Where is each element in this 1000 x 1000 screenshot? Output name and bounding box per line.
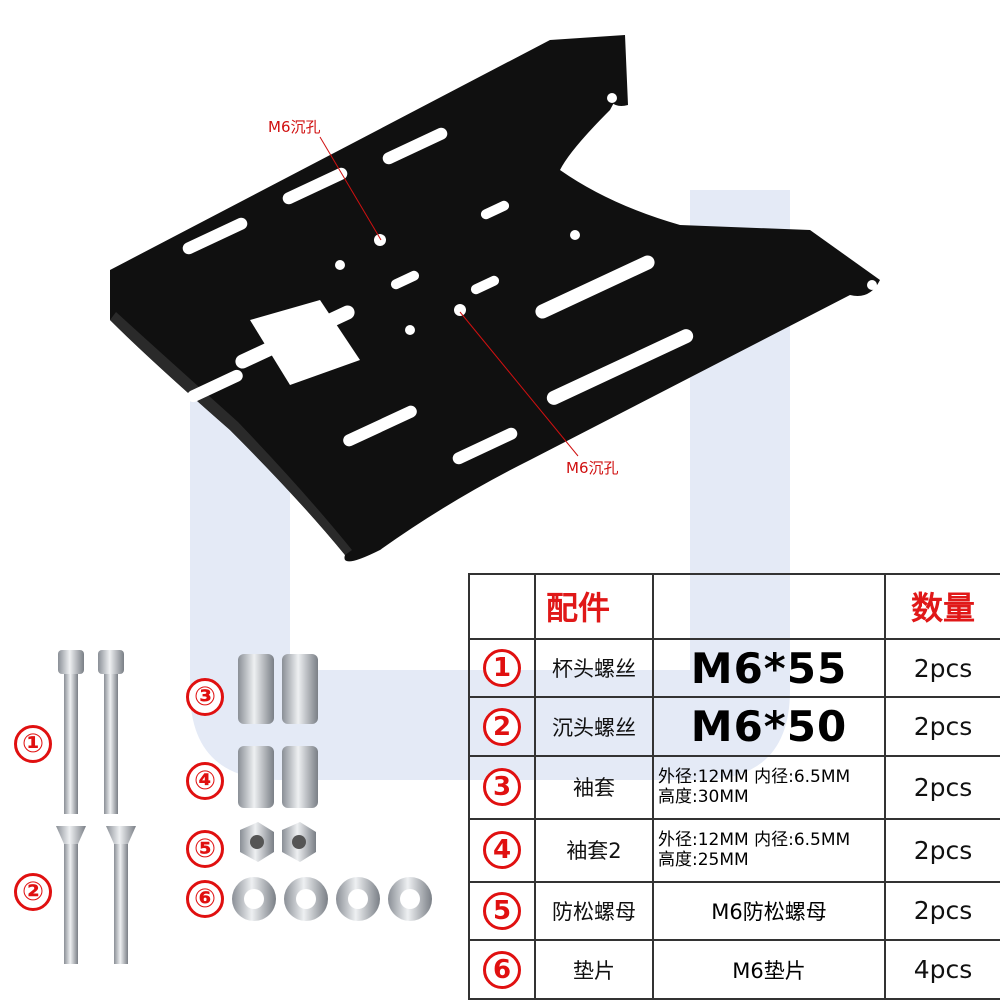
row-qty: 2pcs — [884, 637, 1000, 699]
rack-plate-image — [110, 35, 880, 562]
row-spec: M6防松螺母 — [652, 880, 886, 942]
hardware-parts-illustration: ① ② ③ ④ ⑤ ⑥ — [0, 640, 460, 1000]
table-header-part: 配件 — [534, 573, 654, 640]
row-name: 袖套 — [534, 755, 654, 820]
marker-5-icon: ⑤ — [186, 830, 224, 868]
row-qty: 2pcs — [884, 817, 1000, 883]
row-qty: 4pcs — [884, 939, 1000, 1000]
row-spec-line1: 外径:12MM 内径:6.5MM — [658, 829, 851, 850]
marker-1-icon: ① — [14, 725, 52, 763]
row-number-icon: 2 — [483, 707, 521, 746]
sleeve-25mm-icon — [238, 746, 318, 808]
countersunk-screw-icon — [56, 826, 136, 964]
row-spec: M6*50 — [652, 696, 886, 758]
table-header-qty: 数量 — [884, 573, 1000, 640]
washer-icon — [232, 877, 432, 921]
lock-nut-icon — [240, 822, 316, 862]
marker-2-icon: ② — [14, 873, 52, 911]
row-qty: 2pcs — [884, 755, 1000, 820]
table-row: 5 防松螺母 M6防松螺母 2pcs — [468, 880, 1000, 942]
sleeve-30mm-icon — [238, 654, 318, 724]
row-qty: 2pcs — [884, 696, 1000, 758]
table-row: 6 垫片 M6垫片 4pcs — [468, 939, 1000, 1000]
row-number-icon: 6 — [483, 950, 521, 989]
row-spec-line1: 外径:12MM 内径:6.5MM — [658, 767, 851, 788]
row-number-icon: 4 — [483, 831, 521, 870]
row-number-icon: 3 — [483, 768, 521, 807]
countersunk-callout-top: M6沉孔 — [268, 118, 321, 136]
row-spec-line2: 高度:30MM — [658, 787, 749, 808]
countersunk-callout-bottom: M6沉孔 — [566, 459, 619, 477]
parts-spec-table: 配件 数量 1 杯头螺丝 M6*55 2pcs 2 沉头螺丝 M6*50 2pc… — [468, 573, 1000, 1000]
row-spec: M6*55 — [652, 637, 886, 699]
table-row: 1 杯头螺丝 M6*55 2pcs — [468, 637, 1000, 699]
row-number-icon: 5 — [483, 891, 521, 930]
row-number-icon: 1 — [483, 649, 521, 688]
table-header-blank — [468, 573, 536, 640]
row-spec-line2: 高度:25MM — [658, 850, 749, 871]
row-name: 防松螺母 — [534, 880, 654, 942]
cap-screw-icon — [58, 650, 124, 814]
row-name: 袖套2 — [534, 817, 654, 883]
marker-6-icon: ⑥ — [186, 880, 224, 918]
row-name: 垫片 — [534, 939, 654, 1000]
marker-3-icon: ③ — [186, 678, 224, 716]
row-spec: M6垫片 — [652, 939, 886, 1000]
row-name: 杯头螺丝 — [534, 637, 654, 699]
row-name: 沉头螺丝 — [534, 696, 654, 758]
table-row: 2 沉头螺丝 M6*50 2pcs — [468, 696, 1000, 758]
table-header-spec — [652, 573, 886, 640]
row-qty: 2pcs — [884, 880, 1000, 942]
marker-4-icon: ④ — [186, 762, 224, 800]
